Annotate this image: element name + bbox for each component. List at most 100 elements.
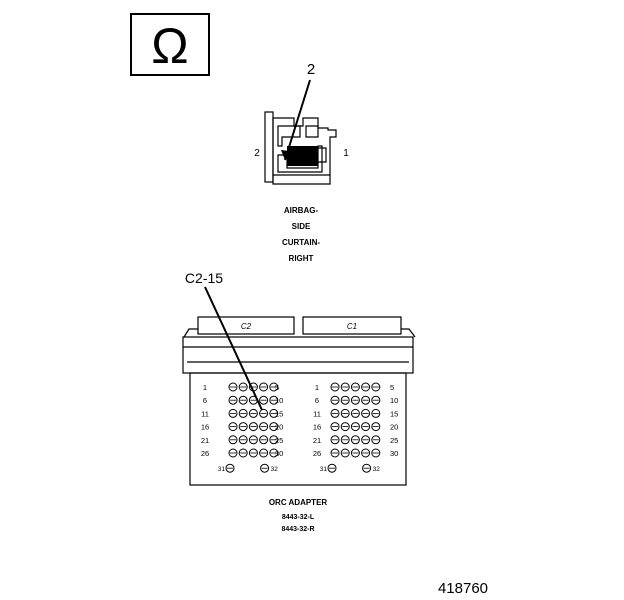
pin-cavity-c2 [238,408,248,418]
pin-row-start-label: 6 [315,396,319,405]
connector-base [272,175,331,185]
connector-label-line: AIRBAG- [284,206,319,215]
pin-row-end-label: 10 [275,396,283,405]
connector-tab [318,147,327,163]
connector-callout: 2 [307,61,315,78]
pin-cavity-c2 [248,448,258,458]
pin-cavity-c2 [228,395,238,405]
pin-cavity-c2 [269,435,279,445]
pin-row-start-label: 1 [203,383,207,392]
connector-label-line: RIGHT [289,254,314,263]
pin-cavity-c1 [361,408,371,418]
adapter-callout-leader [204,286,263,411]
pin-cavity-c2 [259,422,269,432]
connector-pin-left-label: 2 [254,148,260,159]
pin-bottom-left-label: 31 [320,466,328,473]
pin-cavity-c1 [330,382,340,392]
pin-cavity-c1 [340,395,350,405]
pin-cavity-c1 [350,408,360,418]
pin-cavity-c2 [238,435,248,445]
pin-cavity-c1 [330,422,340,432]
ohm-icon: Ω [151,18,188,74]
pin-cavity-c2 [238,395,248,405]
pin-row-start-label: 26 [201,449,209,458]
pin-cavity-c2 [228,448,238,458]
adapter-tab-c2 [197,316,295,335]
pin-cavity-c1 [330,395,340,405]
pin-cavity-c2 [259,408,269,418]
pin-cavity-c1 [340,408,350,418]
figure-number: 418760 [438,580,488,597]
pin-cavity-c2 [225,463,235,473]
connector-callout-leader [284,79,311,161]
pin-row-start-label: 6 [203,396,207,405]
pin-row-end-label: 20 [275,423,283,432]
pin-cavity-c1 [361,435,371,445]
pin-row-end-label: 15 [390,409,398,418]
pin-cavity-c2 [248,435,258,445]
pin-bottom-right-label: 32 [271,466,279,473]
pin-cavity-c1 [330,408,340,418]
pin-cavity-c2 [228,408,238,418]
pin-row-start-label: 11 [201,409,209,418]
pin-cavity-c1 [350,382,360,392]
pin-row-start-label: 26 [313,449,321,458]
pin-cavity-c1 [340,448,350,458]
pin-cavity-c2 [228,382,238,392]
adapter-label: ORC ADAPTER 8443-32-L 8443-32-R [269,498,328,533]
pin-cavity-c2 [238,422,248,432]
pin-cavity-c1 [371,382,381,392]
pin-row-start-label: 1 [315,383,319,392]
pin-cavity-c1 [350,435,360,445]
ohm-symbol-box [130,13,210,76]
ohm-symbol: Ω [130,13,210,76]
pin-cavity-c2 [259,395,269,405]
adapter-tab-c1 [302,316,402,335]
pin-row-end-label: 25 [275,436,283,445]
pin-row-end-label: 25 [390,436,398,445]
airbag-connector: 2 2 1 AIRBAG- SIDE CURTAIN- RIGHT [254,61,349,263]
pin-row-start-label: 16 [201,423,209,432]
connector-left-flange [264,111,274,183]
adapter-shoulder-right [401,328,416,338]
pin-cavity-c1 [340,382,350,392]
pin-row-start-label: 16 [313,423,321,432]
pin-cavity-c2 [269,408,279,418]
pin-cavity-c1 [371,395,381,405]
pin-cavity-c1 [327,463,337,473]
pin-cavity-c2 [238,382,248,392]
pin-row-start-label: 21 [313,436,321,445]
pin-cavity-c1 [362,463,372,473]
pin-cavity-c1 [371,422,381,432]
pin-cavity-c2 [269,422,279,432]
pin-bottom-left-label: 31 [218,466,226,473]
pin-cavity-c2 [248,408,258,418]
adapter-pin-face [189,372,407,486]
pin-cavity-c1 [350,448,360,458]
pin-cavity-c1 [340,435,350,445]
adapter-callout: C2-15 [185,270,223,286]
connector-label: AIRBAG- SIDE CURTAIN- RIGHT [282,206,320,263]
pin-cavity-c1 [340,422,350,432]
adapter-label-line: ORC ADAPTER [269,498,328,507]
pin-cavity-c2 [269,395,279,405]
pin-row-end-label: 10 [390,396,398,405]
pin-cavity-c2 [259,435,269,445]
pin-row-end-label: 5 [275,383,279,392]
pin-cavity-c2 [269,448,279,458]
pin-cavity-c1 [371,448,381,458]
connector-pin-right-label: 1 [343,148,349,159]
adapter-label-line: 8443-32-R [281,526,314,533]
pin-cavity-c2 [228,422,238,432]
pin-cavity-c1 [330,448,340,458]
pin-cavity-c2 [259,448,269,458]
pin-cavity-c1 [361,448,371,458]
pin-row-start-label: 11 [313,409,321,418]
pin-cavity-c1 [371,408,381,418]
pin-row-end-label: 15 [275,409,283,418]
pin-row-start-label: 21 [201,436,209,445]
pin-cavity-c2 [259,382,269,392]
